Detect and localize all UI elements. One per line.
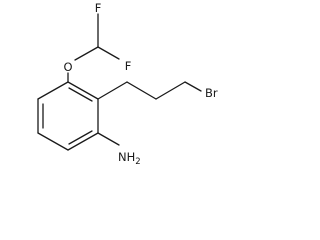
ring-bond-c5-c6 [37,132,69,151]
amine-nh-text: NH [118,150,135,164]
bond-oxygen-carbon [74,46,99,61]
amine-group: NH2 [97,132,141,167]
bond-chain-3-bromine [184,81,202,92]
fluorine-right-label: F [125,59,132,73]
chemical-structure: O F F Br NH2 [37,1,218,167]
bromopropyl-chain: Br [97,81,218,100]
fluorine-top-label: F [95,1,102,15]
bromine-label: Br [205,86,218,100]
ring-double-bond-top [68,87,93,102]
bond-carbon-fluorine-right [97,46,120,60]
bond-ring-chain-1 [97,81,128,100]
amine-label: NH2 [118,150,141,167]
ring-bond-c1-c2 [37,81,69,100]
bond-ring-nitrogen [97,132,120,146]
amine-subscript: 2 [135,157,140,167]
ring-bond-c4-c5 [67,132,99,151]
benzene-ring [37,81,99,151]
oxygen-label: O [63,60,72,74]
ring-double-bond-bottom [68,130,93,145]
bond-chain-1-2 [126,81,157,100]
bond-chain-2-3 [155,81,186,100]
difluoromethoxy-group: O F F [63,1,132,83]
ring-bond-c2-c3 [67,81,99,100]
